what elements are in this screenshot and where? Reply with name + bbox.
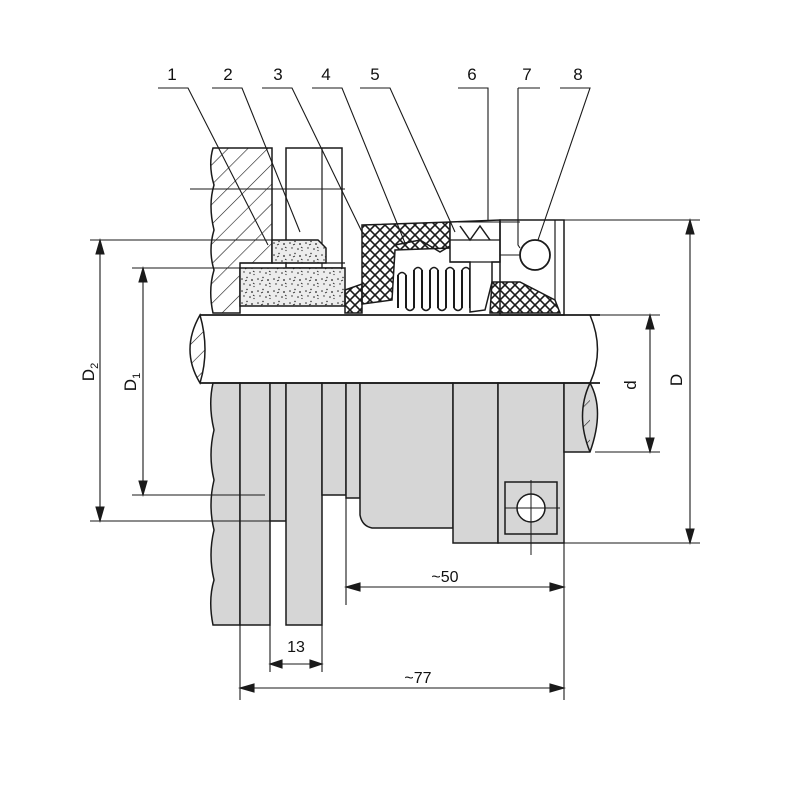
callout-8: 8 (573, 65, 582, 84)
shaft-break-left (189, 313, 206, 385)
dimension-labels: D2 D1 d D ~50 13 ~77 (79, 363, 686, 687)
housing-wall-lower (210, 382, 241, 626)
bellows-lower (345, 382, 361, 499)
leader-lines (158, 87, 591, 249)
callout-5: 5 (370, 65, 379, 84)
dim-D2-label: D2 (79, 363, 101, 381)
upper-half-section (190, 147, 565, 316)
dim-D-label: D (667, 374, 686, 386)
dim-77-label: ~77 (404, 670, 431, 687)
spring-section (397, 266, 479, 312)
rotary-ring-lower (321, 382, 347, 496)
callout-2: 2 (223, 65, 232, 84)
retainer-section (489, 281, 562, 314)
dimension-lines (90, 217, 700, 700)
spring-housing-lower (359, 382, 454, 529)
dim-50-label: ~50 (431, 569, 458, 586)
rotary-face-section (344, 282, 363, 314)
callout-6: 6 (467, 65, 476, 84)
shaft (189, 313, 600, 385)
dim-13-label: 13 (287, 639, 305, 656)
callout-3: 3 (273, 65, 282, 84)
callout-4: 4 (321, 65, 330, 84)
seat-flange-lower (269, 382, 287, 522)
callout-labels: 1 2 3 4 5 6 7 8 (167, 65, 582, 84)
dim-D1-label: D1 (121, 373, 143, 391)
seat-ring-lower (239, 382, 271, 626)
callout-7: 7 (522, 65, 531, 84)
shaft-break-right (563, 382, 599, 453)
rubber-cup-section (271, 239, 327, 264)
callout-1: 1 (167, 65, 176, 84)
lower-half-view (210, 382, 565, 626)
stationary-seat-section (239, 267, 346, 307)
set-screw-section-icon (519, 239, 551, 271)
collar-lower (452, 382, 499, 544)
gland-lower (285, 382, 323, 626)
dim-d-label: d (621, 380, 640, 389)
